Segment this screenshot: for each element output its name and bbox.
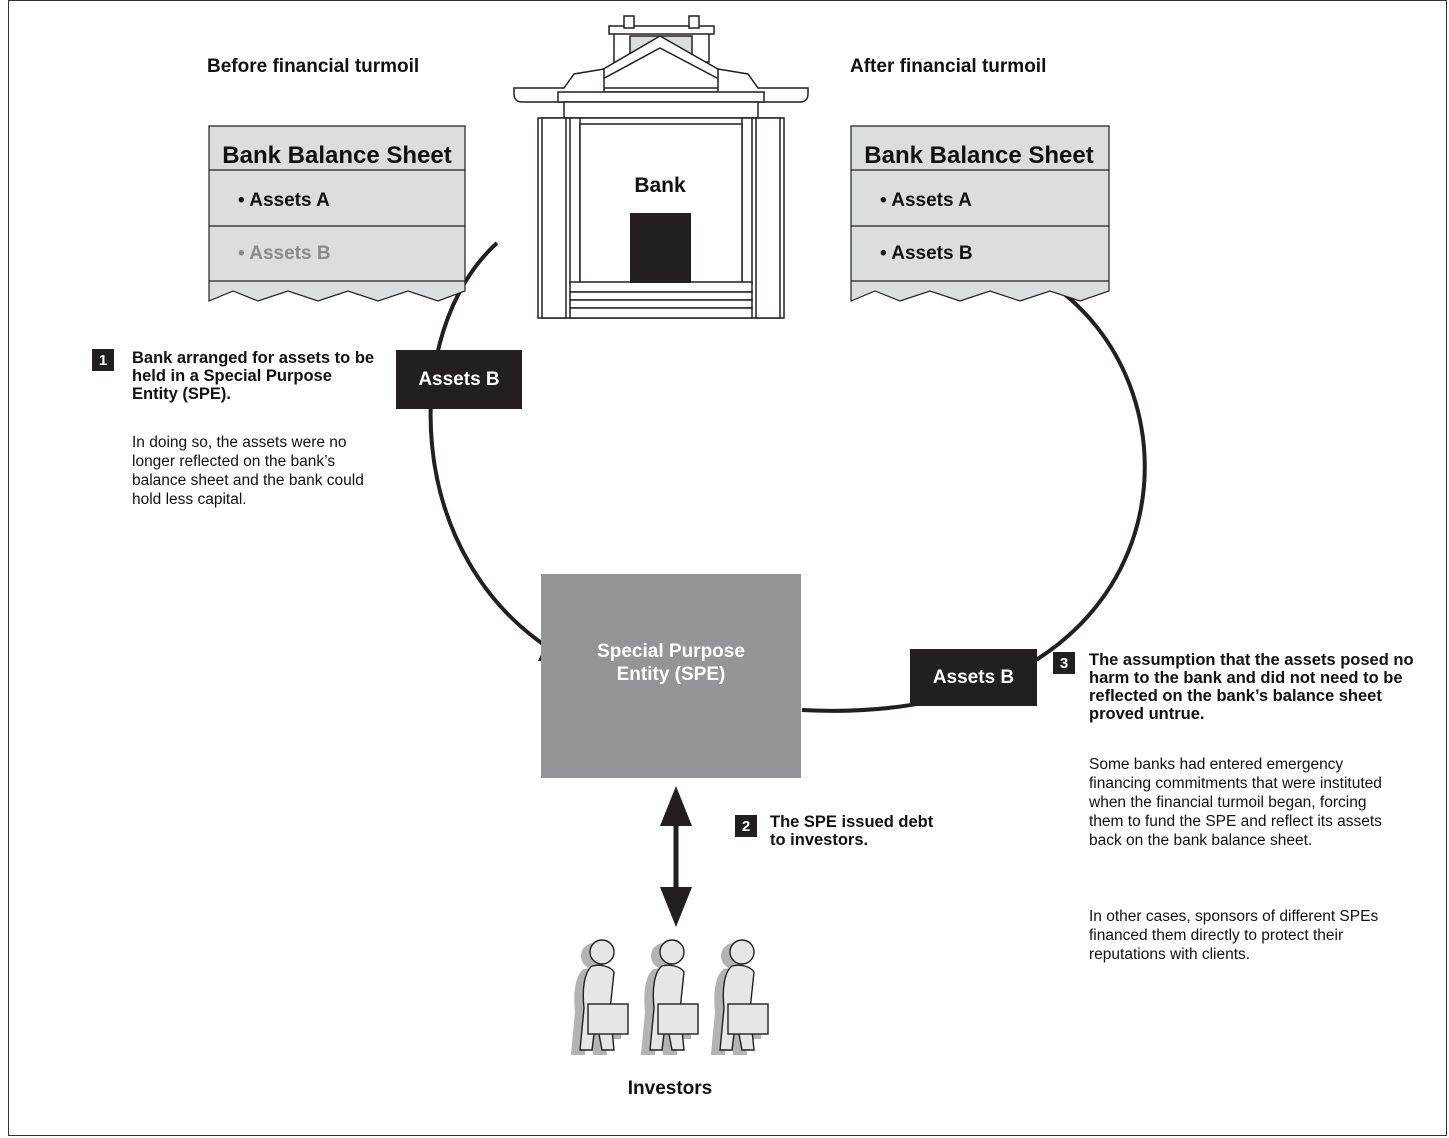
diagram-frame (8, 0, 1447, 1136)
arrow-head-up (660, 786, 692, 826)
step-2-heading: The SPE issued debt to investors. (770, 813, 934, 849)
assets-b-tag-right: Assets B (910, 649, 1037, 706)
arrow-head-down (660, 887, 692, 927)
balance-sheet-before: Bank Balance Sheet • Assets A • Assets B (208, 125, 466, 305)
assets-b-tag-left: Assets B (396, 350, 522, 409)
step-2-badge: 2 (735, 815, 757, 837)
sheet-before-assets-b: • Assets B (238, 243, 331, 264)
step-1-heading: Bank arranged for assets to be held in a… (132, 349, 375, 403)
step-3-body-2: In other cases, sponsors of different SP… (1089, 908, 1379, 963)
investors-label: Investors (627, 1078, 713, 1099)
step-3-body-1: Some banks had entered emergency financi… (1089, 756, 1382, 849)
before-heading: Before financial turmoil (207, 56, 420, 77)
spe-label: Special Purpose Entity (SPE) (597, 641, 745, 685)
sheet-before-title: Bank Balance Sheet (222, 142, 452, 169)
sheet-before-shape (208, 125, 466, 302)
balance-sheet-after: Bank Balance Sheet • Assets A • Assets B (850, 125, 1110, 305)
step-3-badge: 3 (1053, 652, 1075, 674)
sheet-after-title: Bank Balance Sheet (864, 142, 1094, 169)
step-1-badge: 1 (92, 349, 114, 371)
sheet-after-assets-a: • Assets A (880, 190, 972, 211)
step-3-heading: The assumption that the assets posed no … (1089, 651, 1414, 723)
spe-box: Special Purpose Entity (SPE) (541, 574, 801, 778)
step-1-body: In doing so, the assets were no longer r… (132, 434, 364, 508)
bank-label: Bank (634, 174, 686, 197)
sheet-after-shape (850, 125, 1110, 302)
arrow-spe-to-bank (801, 275, 1147, 713)
bank-building-icon (513, 15, 809, 319)
after-heading: After financial turmoil (850, 56, 1047, 77)
investors-icon (571, 939, 769, 1055)
sheet-before-assets-a: • Assets A (238, 190, 330, 211)
sheet-after-assets-b: • Assets B (880, 243, 973, 264)
